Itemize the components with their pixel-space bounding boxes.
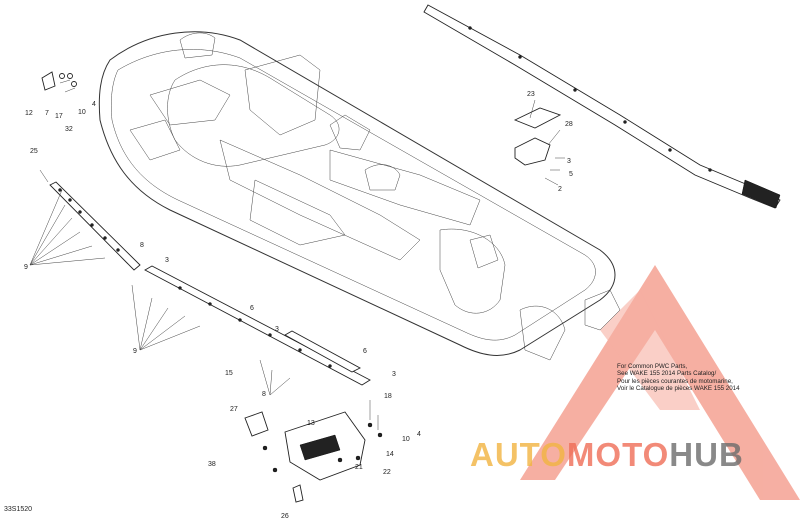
- callout: 23: [527, 91, 535, 98]
- callout: 28: [565, 121, 573, 128]
- rub-strip-long: [144, 265, 371, 386]
- note-line: Pour les pièces courantes de motomarine,: [617, 377, 733, 385]
- callout: 14: [386, 451, 394, 458]
- callout: 3: [275, 326, 279, 333]
- rub-strip-left: [39, 169, 141, 271]
- callout-labels: 12 7 17 10 4 32 25 9 8 3 6 3 9 15 8 6 3 …: [24, 91, 573, 519]
- callout: 9: [133, 348, 137, 355]
- callout: 21: [355, 464, 363, 471]
- callout: 4: [92, 101, 96, 108]
- callout: 3: [567, 158, 571, 165]
- hull-body: [98, 31, 621, 361]
- callout: 18: [384, 393, 392, 400]
- callout: 10: [402, 436, 410, 443]
- callout: 8: [262, 391, 266, 398]
- note-text: For Common PWC Parts, See WAKE 155 2014 …: [617, 363, 767, 393]
- watermark-part-hub: HUB: [669, 436, 744, 473]
- watermark-logo: AUTOMOTOHUB: [470, 436, 744, 474]
- callout: 17: [55, 113, 63, 120]
- callout: 3: [392, 371, 396, 378]
- callout: 3: [165, 257, 169, 264]
- note-line: For Common PWC Parts,: [617, 363, 688, 370]
- callout: 5: [569, 171, 573, 178]
- callout: 10: [78, 109, 86, 116]
- callout: 27: [230, 406, 238, 413]
- callout: 7: [45, 110, 49, 117]
- callout: 4: [417, 431, 421, 438]
- watermark-triangle-icon: [520, 265, 800, 500]
- callout: 8: [140, 242, 144, 249]
- callout: 15: [225, 370, 233, 377]
- callout: 25: [30, 148, 38, 155]
- watermark-part-auto: AUTO: [470, 436, 567, 473]
- callout: 22: [383, 469, 391, 476]
- bracket-assembly: [513, 99, 565, 186]
- callout: 26: [281, 513, 289, 519]
- diagram-id: 33S1520: [4, 506, 33, 513]
- rub-rail-top: [423, 4, 781, 209]
- note-line: Voir le Catalogue de pièces WAKE 155 201…: [617, 385, 740, 393]
- callout: 32: [65, 126, 73, 133]
- callout: 6: [363, 348, 367, 355]
- small-hardware-parts: [41, 71, 77, 91]
- callout: 13: [307, 420, 315, 427]
- callout: 38: [208, 461, 216, 468]
- callout: 9: [24, 264, 28, 271]
- bottom-brackets: [244, 411, 383, 503]
- note-line: See WAKE 155 2014 Parts Catalog/: [617, 370, 717, 378]
- callout: 6: [250, 305, 254, 312]
- leader-lines: [29, 79, 379, 430]
- callout: 2: [558, 186, 562, 193]
- watermark-part-moto: MOTO: [566, 436, 670, 473]
- callout: 12: [25, 110, 33, 117]
